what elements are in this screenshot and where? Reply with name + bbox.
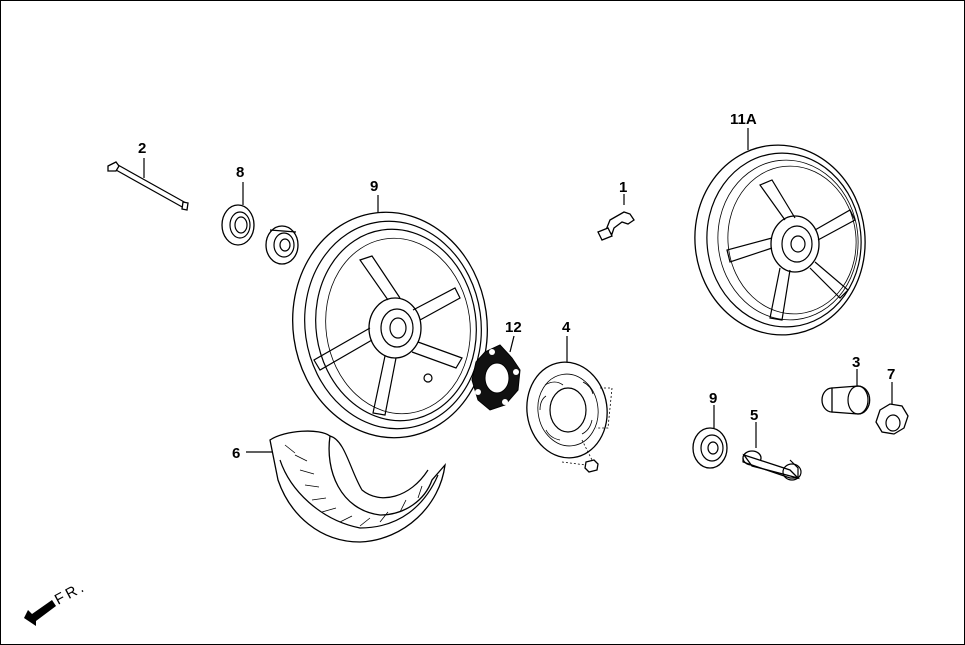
wheel-11a xyxy=(694,128,866,336)
axle-nut xyxy=(875,382,909,435)
bearing-right xyxy=(692,405,728,469)
label-5: 5 xyxy=(750,407,758,424)
label-4: 4 xyxy=(562,319,571,336)
valve xyxy=(597,194,635,241)
disc-hub-flange xyxy=(471,335,521,411)
label-1: 1 xyxy=(619,179,627,196)
wheel-11 xyxy=(292,195,488,439)
label-6: 6 xyxy=(232,445,240,462)
label-9: 9 xyxy=(709,390,717,407)
oil-seal xyxy=(221,182,255,246)
label-7: 7 xyxy=(887,366,895,383)
leader-12 xyxy=(509,335,515,353)
label-8: 8 xyxy=(236,164,244,181)
collar xyxy=(821,369,871,415)
front-direction-label: FR. xyxy=(52,578,89,609)
label-11a: 11A xyxy=(730,111,757,128)
label-3: 3 xyxy=(852,354,860,371)
tire xyxy=(246,430,446,543)
bearing-left xyxy=(265,225,299,265)
label-11: 9 xyxy=(370,178,378,195)
spacer xyxy=(742,422,802,481)
front-direction-arrow xyxy=(24,600,56,626)
brake-disc xyxy=(526,336,613,473)
axle-bolt xyxy=(107,158,189,211)
label-2: 2 xyxy=(138,140,146,157)
label-12: 12 xyxy=(505,319,522,336)
